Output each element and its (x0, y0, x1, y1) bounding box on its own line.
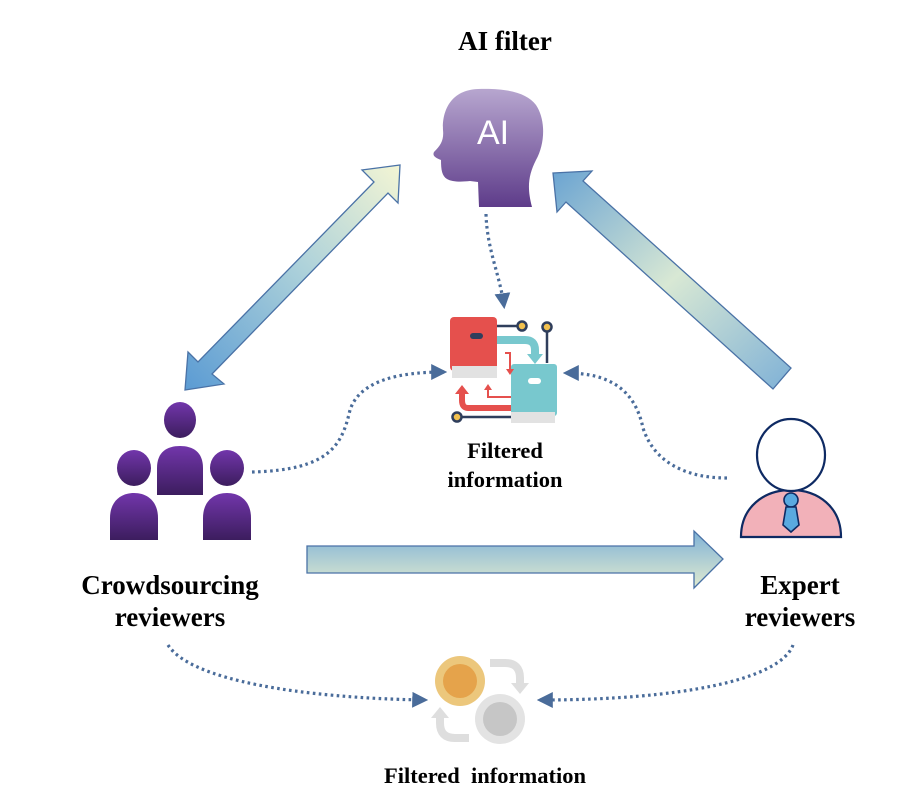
dotted-arrow-crowd-to-filtered-bottom (166, 644, 429, 708)
arrow-expert-to-ai (552, 170, 792, 390)
group-of-people-icon (110, 402, 251, 540)
filtered-information-center-label: Filtered information (410, 436, 600, 495)
businessman-icon (739, 417, 843, 539)
expert-reviewers-line2: reviewers (744, 601, 856, 632)
dotted-arrow-expert-to-filtered (562, 365, 728, 480)
bidirectional-arrow-crowd-ai (184, 164, 401, 391)
book-exchange-icon (450, 317, 557, 423)
filtered-information-center-line2: information (447, 467, 563, 493)
filtered-information-center-line1: Filtered (467, 438, 543, 463)
filtered-information-bottom-label: Filtered information (383, 763, 587, 788)
coin-cycle-icon (431, 656, 529, 744)
crowdsourcing-reviewers-label: Crowdsourcing reviewers (40, 570, 300, 634)
expert-reviewers-label: Expert reviewers (705, 570, 895, 634)
dotted-arrow-expert-to-filtered-bottom (536, 644, 795, 708)
arrow-crowd-to-expert (306, 529, 724, 590)
ai-head-icon: AI (433, 88, 544, 207)
ai-filter-label: AI filter (458, 26, 552, 56)
crowdsourcing-reviewers-line1: Crowdsourcing (81, 570, 259, 600)
expert-reviewers-line1: Expert (760, 570, 840, 600)
ai-head-text: AI (477, 114, 509, 152)
crowdsourcing-reviewers-line2: reviewers (114, 601, 226, 632)
dotted-arrow-ai-to-filtered (484, 213, 511, 310)
